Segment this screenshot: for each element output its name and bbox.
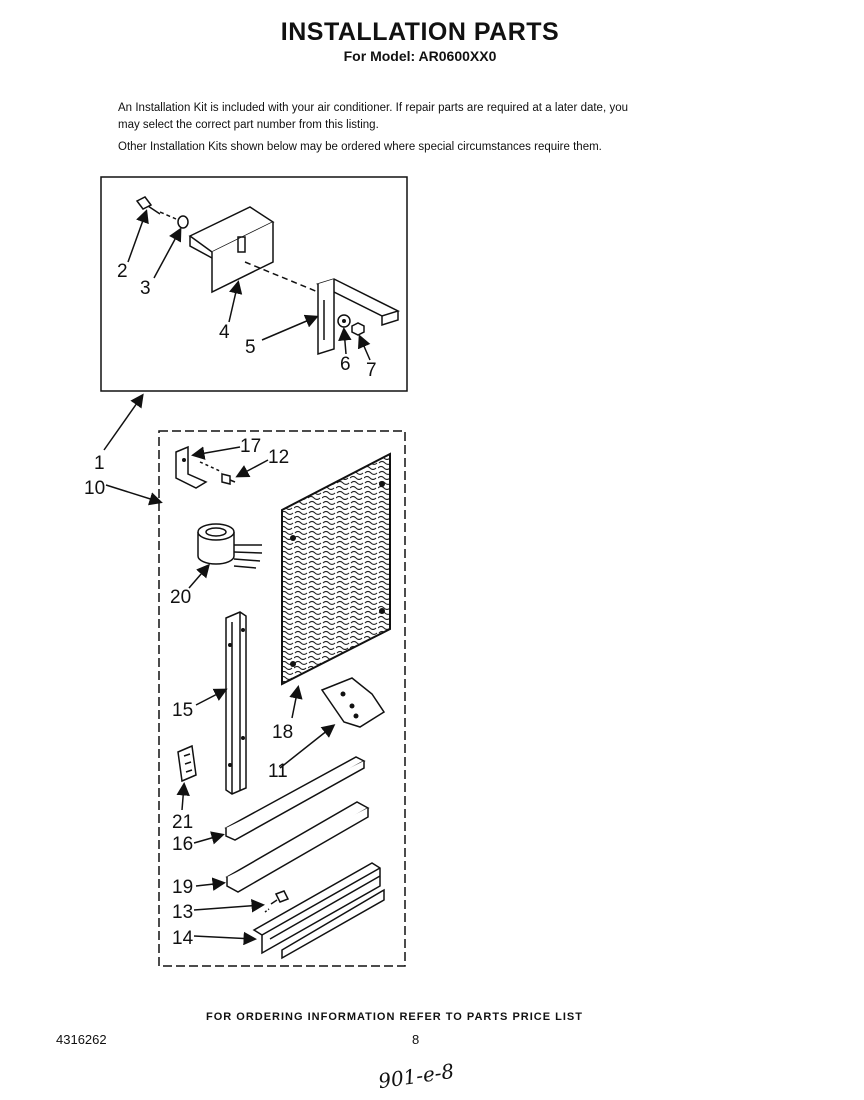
callout-12: 12 bbox=[268, 447, 289, 468]
callout-11: 11 bbox=[268, 761, 288, 782]
foam-strip-part-19 bbox=[225, 801, 370, 893]
callout-16: 16 bbox=[172, 834, 193, 855]
screw-part-12 bbox=[221, 473, 236, 485]
callout-4: 4 bbox=[219, 322, 230, 343]
callout-19: 19 bbox=[172, 877, 193, 898]
callout-1: 1 bbox=[94, 453, 105, 474]
lower-kit-box bbox=[158, 430, 406, 967]
callout-10: 10 bbox=[84, 478, 105, 499]
foam-panel-part-18 bbox=[281, 452, 391, 686]
document-number: 4316262 bbox=[56, 1032, 107, 1047]
clip-part-17 bbox=[175, 445, 223, 489]
bracket-part-4 bbox=[188, 206, 319, 294]
callout-15: 15 bbox=[172, 700, 193, 721]
screw-part-13 bbox=[264, 890, 290, 913]
model-subtitle: For Model: AR0600XX0 bbox=[343, 48, 497, 64]
leader-lines bbox=[103, 209, 371, 946]
nut-part-7 bbox=[351, 322, 365, 336]
nut-part-6 bbox=[337, 314, 351, 328]
callout-13: 13 bbox=[172, 902, 193, 923]
intro-paragraph-1: An Installation Kit is included with you… bbox=[118, 102, 628, 131]
ordering-info: FOR ORDERING INFORMATION REFER TO PARTS … bbox=[206, 1011, 583, 1023]
callout-18: 18 bbox=[272, 722, 293, 743]
hardware-bag-part-11 bbox=[320, 677, 386, 728]
callout-7: 7 bbox=[366, 360, 377, 381]
callout-6: 6 bbox=[340, 354, 351, 375]
pad-part-21 bbox=[177, 744, 197, 783]
tape-roll-part-20 bbox=[197, 523, 263, 569]
screw-part-2 bbox=[135, 196, 161, 215]
callout-2: 2 bbox=[117, 261, 128, 282]
callout-5: 5 bbox=[245, 337, 256, 358]
sill-channel-part-14 bbox=[252, 862, 385, 960]
callout-20: 20 bbox=[170, 587, 191, 608]
upper-kit-box bbox=[100, 176, 408, 392]
page-title: INSTALLATION PARTS bbox=[280, 18, 560, 46]
washer-part-3 bbox=[159, 211, 189, 229]
intro-paragraph-2: Other Installation Kits shown below may … bbox=[118, 141, 602, 153]
callout-14: 14 bbox=[172, 928, 194, 949]
callout-17: 17 bbox=[240, 436, 261, 457]
callout-3: 3 bbox=[140, 278, 151, 299]
callout-21: 21 bbox=[172, 812, 193, 833]
channel-part-15 bbox=[225, 611, 247, 795]
page-number: 8 bbox=[412, 1032, 420, 1047]
foam-strip-part-16 bbox=[224, 756, 366, 841]
angle-bracket-part-5 bbox=[316, 278, 400, 356]
